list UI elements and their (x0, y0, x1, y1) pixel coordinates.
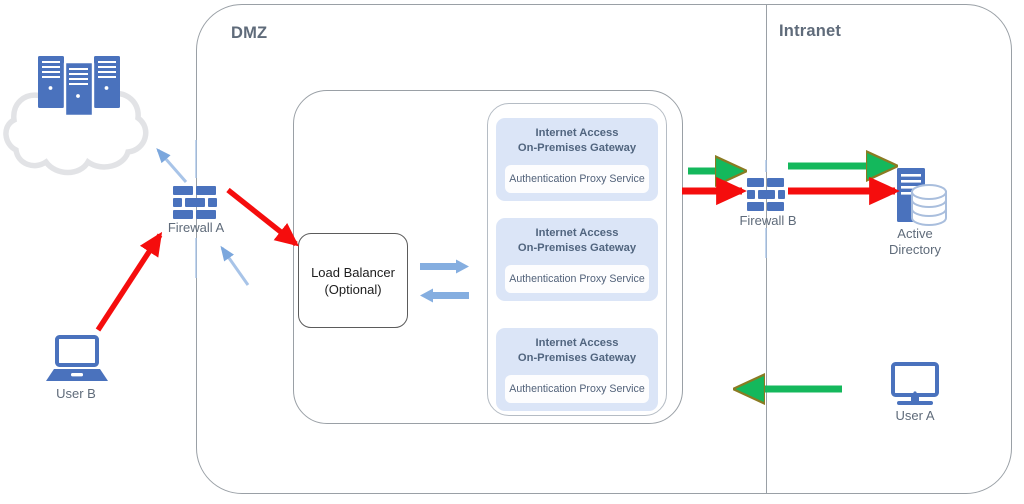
user-b-label: User B (56, 386, 96, 401)
firewall-a-label: Firewall A (167, 220, 225, 235)
load-balancer-label-line1: Load Balancer (311, 264, 395, 280)
user-a-label: User A (895, 408, 935, 423)
gateway-title-line1: Internet Access (535, 227, 619, 239)
gateway-farm-inner-container (487, 103, 667, 416)
server-tower-icon (38, 56, 120, 118)
active-directory-label: Active Directory (868, 226, 962, 258)
active-directory-label-line2: Directory (888, 242, 941, 257)
gateway-card[interactable]: Internet Access On-Premises Gateway Auth… (496, 218, 658, 301)
gateway-title: Internet Access On-Premises Gateway (496, 226, 658, 255)
zone-divider (766, 5, 767, 493)
authentication-proxy-service-badge[interactable]: Authentication Proxy Service (505, 375, 649, 403)
authentication-proxy-service-badge[interactable]: Authentication Proxy Service (505, 265, 649, 293)
zone-label-dmz: DMZ (231, 24, 268, 42)
zone-label-intranet: Intranet (779, 22, 842, 40)
flow-firewalla-to-cloud (156, 147, 188, 183)
gateway-card[interactable]: Internet Access On-Premises Gateway Auth… (496, 118, 658, 201)
gateway-farm-outer-container (293, 90, 683, 424)
active-directory-icon[interactable] (897, 168, 947, 226)
gateway-card[interactable]: Internet Access On-Premises Gateway Auth… (496, 328, 658, 411)
firewall-b-icon[interactable] (747, 178, 785, 211)
gateway-title-line2: On-Premises Gateway (517, 351, 637, 364)
cloud-icon (3, 81, 149, 176)
load-balancer-label-line2: (Optional) (324, 281, 382, 297)
flow-userb-to-firewalla (95, 231, 163, 332)
gateway-title-line2: On-Premises Gateway (517, 141, 637, 154)
gateway-title-line2: On-Premises Gateway (517, 241, 637, 254)
gateway-title-line1: Internet Access (535, 337, 619, 349)
gateway-title: Internet Access On-Premises Gateway (496, 336, 658, 365)
active-directory-label-line1: Active (897, 226, 933, 241)
firewall-b-label: Firewall B (739, 213, 797, 228)
gateway-title: Internet Access On-Premises Gateway (496, 126, 658, 155)
firewall-a-icon[interactable] (173, 186, 217, 219)
authentication-proxy-service-badge[interactable]: Authentication Proxy Service (505, 165, 649, 193)
cloud-label: Trend Vision One (23, 112, 137, 128)
gateway-title-line1: Internet Access (535, 127, 619, 139)
laptop-icon[interactable] (46, 335, 108, 381)
desktop-monitor-icon[interactable] (891, 362, 939, 405)
load-balancer-node[interactable]: Load Balancer (Optional) (298, 233, 408, 328)
